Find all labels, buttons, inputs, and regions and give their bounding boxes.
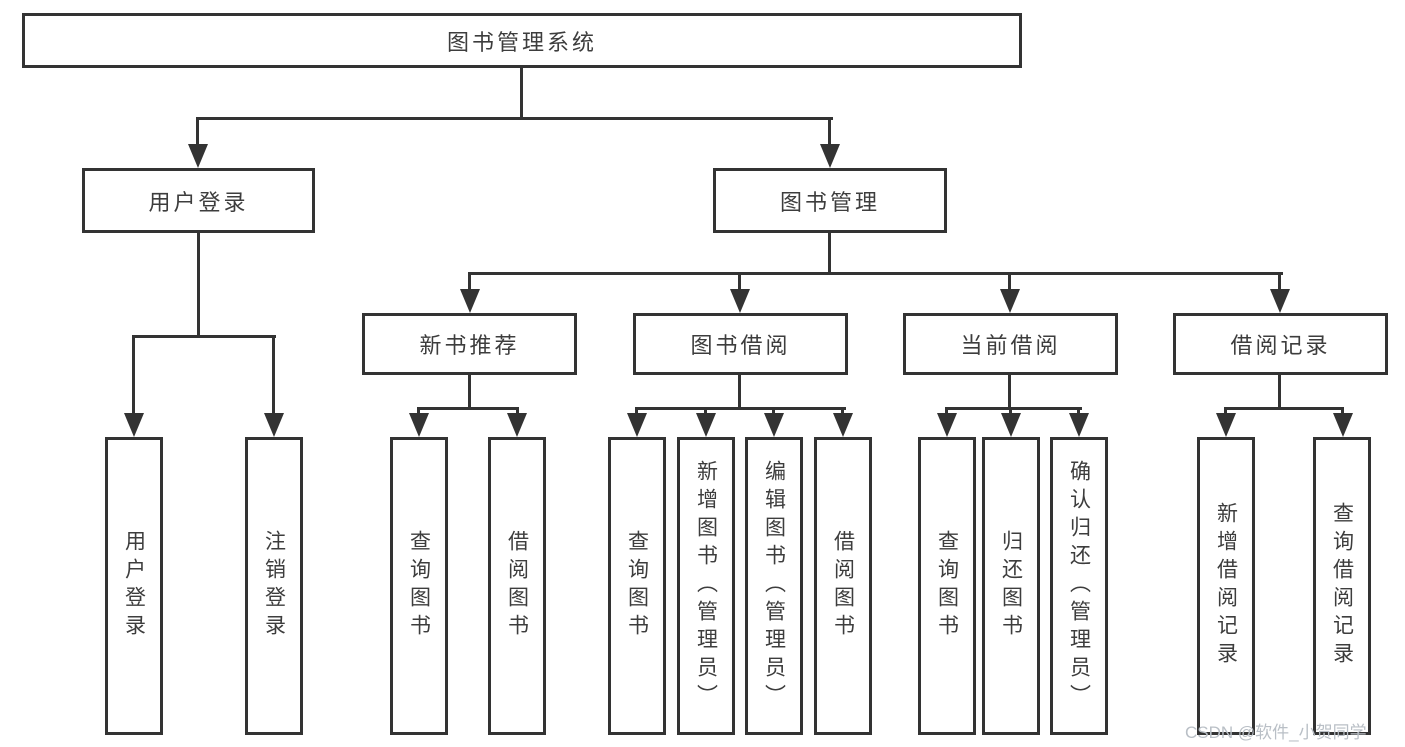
leaf-borrow-books: 借阅图书: [814, 437, 872, 735]
leaf-query-books-borrowing: 查询图书: [608, 437, 666, 735]
watermark-text: CSDN @软件_小贺同学: [1185, 723, 1367, 742]
connector-leaf-stem: [635, 407, 638, 415]
node-new-book-recommend: 新书推荐: [362, 313, 577, 375]
leaf-logout: 注销登录: [245, 437, 303, 735]
connector-leaf-stem: [945, 407, 948, 415]
connector-leaf-stem: [516, 407, 519, 415]
connector-leaf-stem: [1341, 407, 1344, 415]
arrow-down-icon: [730, 289, 750, 313]
connector-group-down: [738, 375, 741, 410]
node-library-system: 图书管理系统: [22, 13, 1022, 68]
connector-stem: [468, 272, 471, 291]
connector-leaf-stem: [132, 335, 135, 415]
node-book-management: 图书管理: [713, 168, 947, 233]
arrow-down-icon: [627, 413, 647, 437]
connector-user-login-bar: [132, 335, 276, 338]
arrow-down-icon: [1000, 289, 1020, 313]
arrow-down-icon: [188, 144, 208, 168]
connector-group-bar: [635, 407, 846, 410]
leaf-add-books-admin: 新增图书（管理员）: [677, 437, 735, 735]
connector-leaf-stem: [1077, 407, 1080, 415]
arrow-down-icon: [1270, 289, 1290, 313]
node-user-login: 用户登录: [82, 168, 315, 233]
arrow-down-icon: [1333, 413, 1353, 437]
leaf-query-books-current: 查询图书: [918, 437, 976, 735]
connector-book-mgmt-stem: [828, 117, 831, 146]
connector-stem: [1278, 272, 1281, 291]
leaf-borrow-books-recommend: 借阅图书: [488, 437, 546, 735]
arrow-down-icon: [937, 413, 957, 437]
arrow-down-icon: [460, 289, 480, 313]
leaf-query-borrow-record: 查询借阅记录: [1313, 437, 1371, 735]
connector-user-login-stem: [196, 117, 199, 146]
arrow-down-icon: [264, 413, 284, 437]
arrow-down-icon: [507, 413, 527, 437]
leaf-user-login: 用户登录: [105, 437, 163, 735]
connector-stem: [1008, 272, 1011, 291]
connector-leaf-stem: [704, 407, 707, 415]
connector-book-mgmt-down: [828, 233, 831, 275]
connector-group-bar: [417, 407, 519, 410]
connector-leaf-stem: [841, 407, 844, 415]
connector-level2-bar: [468, 272, 1283, 275]
connector-leaf-stem: [1224, 407, 1227, 415]
node-current-borrowing: 当前借阅: [903, 313, 1118, 375]
connector-level1-bar: [196, 117, 833, 120]
arrow-down-icon: [1069, 413, 1089, 437]
connector-group-down: [468, 375, 471, 410]
connector-leaf-stem: [772, 407, 775, 415]
arrow-down-icon: [124, 413, 144, 437]
connector-group-bar: [1224, 407, 1344, 410]
leaf-add-borrow-record: 新增借阅记录: [1197, 437, 1255, 735]
arrow-down-icon: [409, 413, 429, 437]
arrow-down-icon: [1216, 413, 1236, 437]
node-book-borrowing: 图书借阅: [633, 313, 848, 375]
connector-user-login-down: [197, 233, 200, 338]
connector-group-down: [1278, 375, 1281, 410]
arrow-down-icon: [833, 413, 853, 437]
leaf-edit-books-admin: 编辑图书（管理员）: [745, 437, 803, 735]
leaf-return-books: 归还图书: [982, 437, 1040, 735]
connector-leaf-stem: [1009, 407, 1012, 415]
connector-group-down: [1008, 375, 1011, 410]
leaf-confirm-return-admin: 确认归还（管理员）: [1050, 437, 1108, 735]
arrow-down-icon: [696, 413, 716, 437]
arrow-down-icon: [1001, 413, 1021, 437]
arrow-down-icon: [764, 413, 784, 437]
node-borrow-records: 借阅记录: [1173, 313, 1388, 375]
connector-group-bar: [945, 407, 1082, 410]
connector-stem: [738, 272, 741, 291]
connector-leaf-stem: [417, 407, 420, 415]
leaf-query-books-recommend: 查询图书: [390, 437, 448, 735]
arrow-down-icon: [820, 144, 840, 168]
connector-leaf-stem: [272, 335, 275, 415]
connector-root-stem: [520, 67, 523, 120]
